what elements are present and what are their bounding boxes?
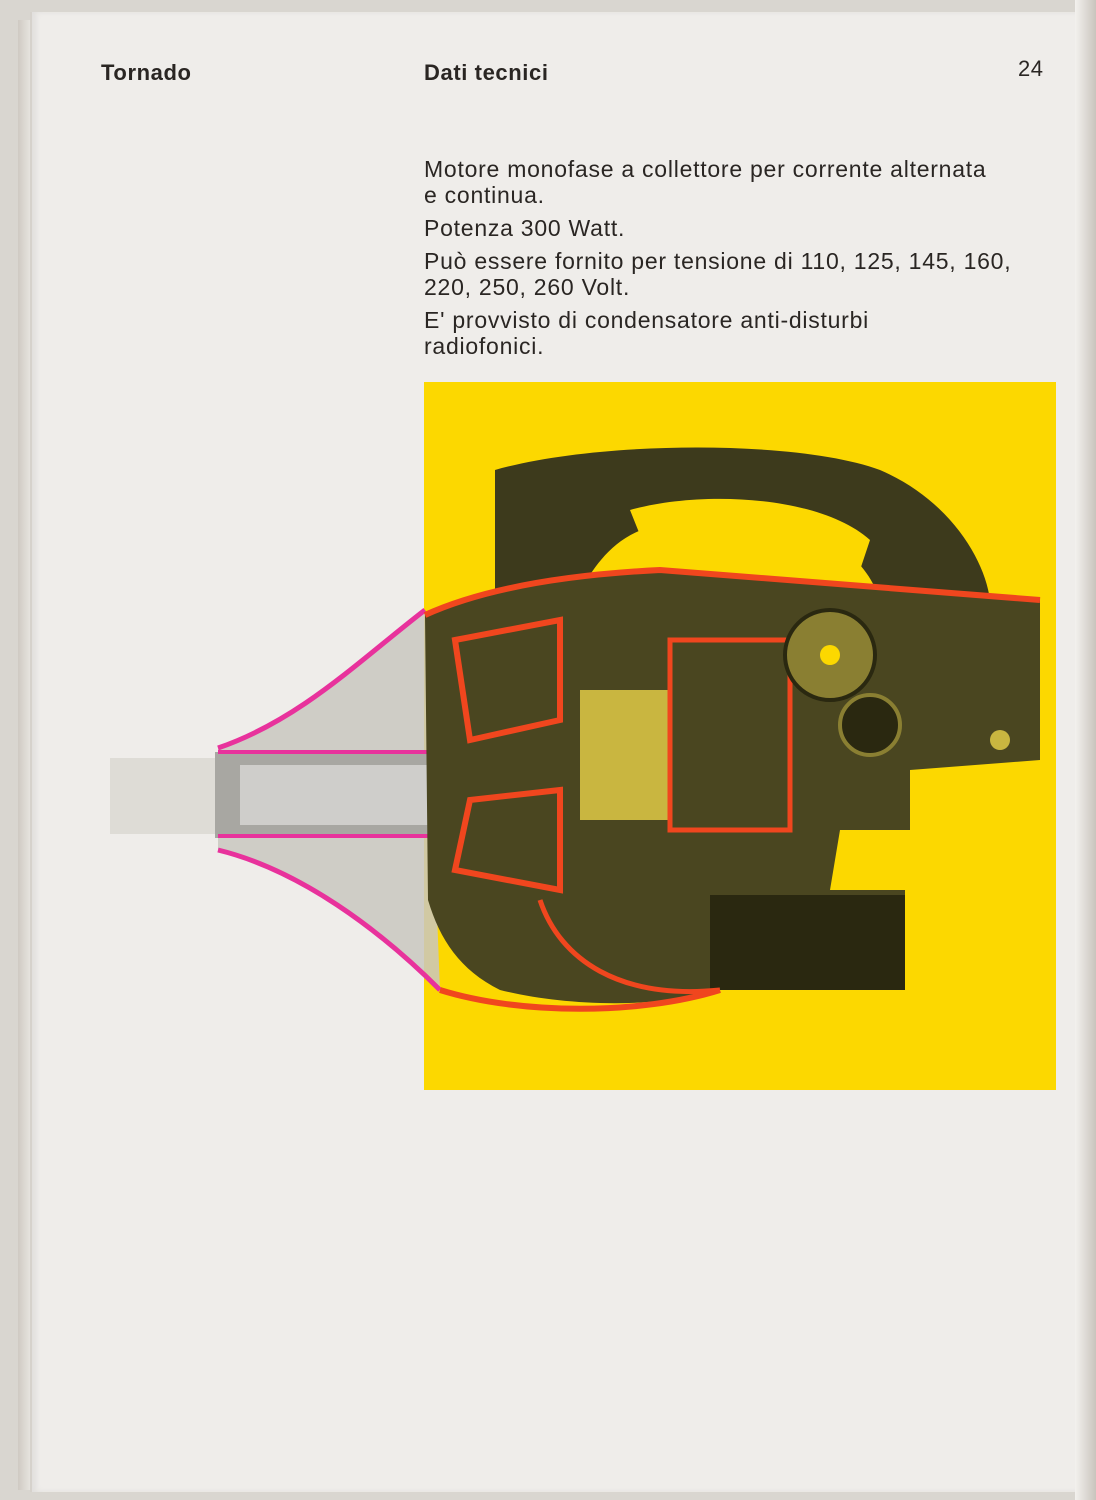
header-title: Tornado: [101, 60, 192, 85]
nozzle-outline: [217, 608, 442, 992]
spec-voltage: Può essere fornito per tensione di 110, …: [424, 248, 1012, 300]
page-edge: [1075, 0, 1096, 1500]
book-spine-edge: [18, 20, 30, 1490]
section-title: Dati tecnici: [424, 60, 549, 85]
motor-housing: [425, 570, 1040, 1004]
technical-specs: Motore monofase a collettore per corrent…: [424, 156, 1074, 366]
spec-power: Potenza 300 Watt.: [424, 215, 626, 241]
spec-motor: Motore monofase a collettore per corrent…: [424, 156, 987, 208]
page-number: 24: [1018, 56, 1044, 81]
spec-capacitor: E' provvisto di condensatore anti-distur…: [424, 307, 869, 359]
handle: [495, 447, 990, 600]
tube-end: [110, 758, 215, 834]
